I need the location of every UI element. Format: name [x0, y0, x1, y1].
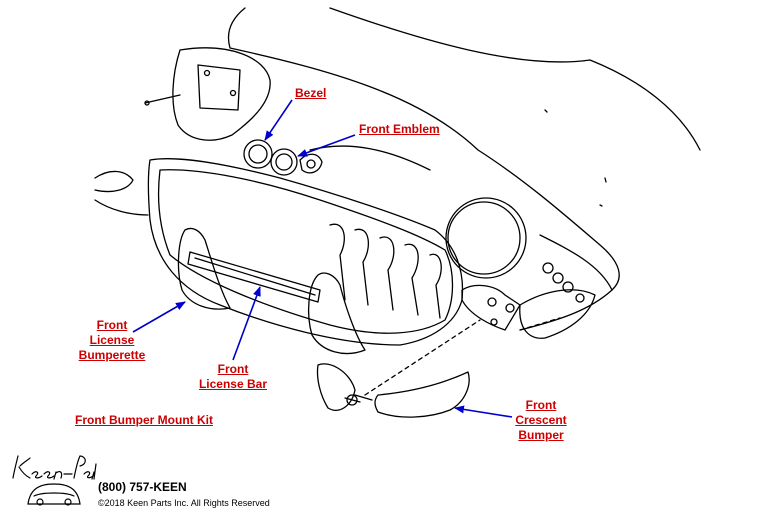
left-fender-bulge	[94, 170, 134, 193]
grille-frame	[147, 158, 464, 346]
front-license-bumperette-line-3: Bumperette	[78, 348, 146, 362]
front-crescent-bumper-line-2: Crescent	[515, 413, 567, 427]
fender-bolt	[562, 281, 574, 293]
right-headlight-lens	[447, 201, 521, 275]
headlight-screw	[229, 89, 237, 97]
front-license-bumperette-link[interactable]: Front License Bumperette	[74, 318, 150, 363]
right-fender-edge	[519, 234, 613, 331]
crescent-bumper	[374, 371, 470, 418]
fender-top-line	[329, 7, 701, 151]
front-license-bar-line-2: License Bar	[198, 377, 268, 391]
license-bumperette-left	[177, 227, 231, 310]
bezel-ring	[243, 139, 273, 169]
crescent-bumper-arrow	[454, 405, 513, 418]
license-bumperette-right	[308, 272, 366, 355]
fender-bolt	[575, 293, 585, 303]
hood-outline	[227, 7, 620, 291]
right-headlight-ring	[445, 197, 527, 279]
license-bar-arrow	[232, 286, 261, 361]
headlight-bolt	[144, 94, 181, 104]
grille-frame-inner	[157, 169, 454, 334]
fender-bolt	[552, 272, 564, 284]
front-crescent-bumper-link[interactable]: Front Crescent Bumper	[510, 398, 572, 443]
left-fender-edge	[94, 199, 149, 216]
speck	[544, 109, 607, 207]
bezel-inner	[248, 144, 268, 164]
crescent-bumper-bolt-head	[346, 394, 358, 406]
right-bumper-outer	[519, 289, 596, 339]
emblem-mount	[299, 153, 323, 174]
bumperette-arrow	[132, 301, 186, 333]
bracket-bolt	[487, 297, 497, 307]
right-bumper-bracket	[461, 284, 521, 331]
headlight-housing	[172, 47, 271, 141]
emblem	[270, 148, 298, 176]
license-bar-edge	[194, 257, 316, 296]
front-license-bumperette-line-1: Front	[96, 318, 128, 332]
emblem-nut	[306, 159, 316, 169]
bracket-bolt	[505, 303, 515, 313]
front-license-bar-line-1: Front	[217, 362, 249, 376]
front-emblem-arrow	[297, 134, 356, 157]
license-bar	[187, 251, 321, 303]
front-crescent-bumper-line-1: Front	[525, 398, 557, 412]
emblem-inner	[275, 153, 293, 171]
bezel-link[interactable]: Bezel	[295, 86, 327, 100]
grille-teeth	[329, 223, 442, 319]
front-bumper-mount-kit-link[interactable]: Front Bumper Mount Kit	[75, 413, 213, 427]
front-license-bar-link[interactable]: Front License Bar	[194, 362, 272, 392]
front-emblem-link[interactable]: Front Emblem	[359, 122, 440, 136]
crescent-bumper-bracket	[316, 363, 356, 411]
mount-dash-line	[364, 319, 481, 396]
headlight-screw	[203, 69, 211, 77]
bezel-arrow	[264, 99, 293, 141]
front-crescent-bumper-line-3: Bumper	[518, 428, 564, 442]
phone-number: (800) 757-KEEN	[98, 480, 187, 494]
headlight-mounting-plate	[197, 64, 241, 111]
copyright-text: ©2018 Keen Parts Inc. All Rights Reserve…	[98, 498, 270, 508]
bracket-bolt	[490, 318, 498, 326]
fender-bolt	[542, 262, 554, 274]
hood-crease	[309, 145, 431, 171]
mount-dash-line	[519, 317, 561, 331]
headlight-bolt-head	[144, 100, 150, 106]
keen-parts-logo	[12, 455, 97, 506]
front-license-bumperette-line-2: License	[89, 333, 135, 347]
